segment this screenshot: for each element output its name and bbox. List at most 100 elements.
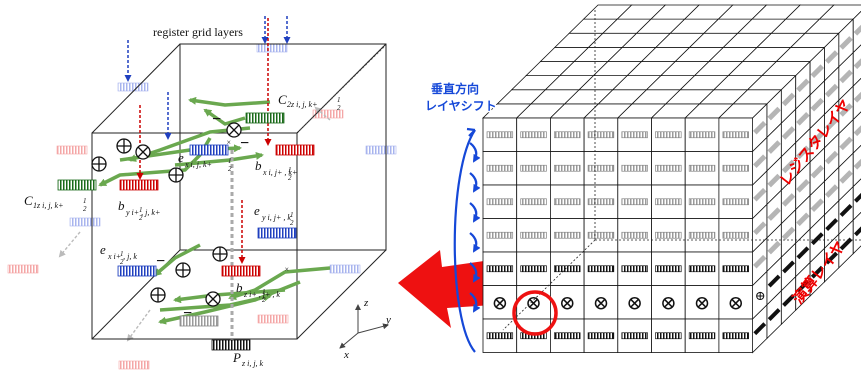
compute-op-symbol: ⊗ bbox=[727, 292, 744, 314]
front-register bbox=[487, 266, 513, 272]
front-register bbox=[588, 266, 614, 272]
faint-register-red bbox=[119, 361, 149, 369]
compute-op-symbol: ⊗ bbox=[626, 292, 643, 314]
vertical-shift-label-2: レイヤシフト bbox=[425, 99, 497, 113]
front-register bbox=[656, 132, 682, 138]
front-register bbox=[554, 132, 580, 138]
frac-den: 2 bbox=[288, 174, 292, 182]
label-by-sub: y i+ , j, k+ bbox=[125, 208, 160, 217]
front-register bbox=[521, 199, 547, 205]
axis-y-label: y bbox=[385, 314, 391, 326]
frac-den: 2 bbox=[139, 214, 143, 222]
frac-num: 1 bbox=[228, 157, 232, 165]
front-register bbox=[622, 199, 648, 205]
label-ex-bot: e bbox=[100, 242, 106, 257]
faint-register-red bbox=[57, 146, 87, 154]
front-register bbox=[689, 132, 715, 138]
front-register bbox=[656, 266, 682, 272]
label-bz: b bbox=[236, 280, 243, 295]
shift-arrow bbox=[470, 203, 476, 221]
front-register bbox=[554, 333, 580, 339]
shift-arc-head bbox=[467, 129, 475, 136]
frac-den: 2 bbox=[262, 296, 266, 304]
front-register bbox=[554, 165, 580, 171]
front-register bbox=[689, 232, 715, 238]
register-ex-top bbox=[190, 145, 228, 155]
front-register bbox=[689, 333, 715, 339]
front-register bbox=[521, 132, 547, 138]
register-ex-bot bbox=[118, 266, 156, 276]
times-operator bbox=[206, 292, 220, 306]
front-register bbox=[521, 232, 547, 238]
compute-op-symbol: ⊗ bbox=[525, 292, 542, 314]
frac-den: 2 bbox=[337, 104, 341, 112]
front-register bbox=[554, 266, 580, 272]
faint-register-blue bbox=[70, 218, 100, 226]
plus-operator bbox=[92, 157, 106, 171]
times-half: × bbox=[226, 138, 231, 147]
axis-y-line bbox=[358, 325, 388, 333]
front-register bbox=[487, 132, 513, 138]
vertical-shift-arrows bbox=[455, 129, 477, 352]
faint-arrow bbox=[128, 310, 150, 340]
plus-operator bbox=[117, 139, 131, 153]
front-register bbox=[521, 266, 547, 272]
front-register bbox=[622, 266, 648, 272]
plus-operator bbox=[169, 168, 183, 182]
label-C2z-sub: 2z i, j, k+ bbox=[287, 100, 318, 109]
shift-arrow bbox=[470, 173, 476, 191]
frac-num: 1 bbox=[337, 96, 341, 104]
label-C2z: C bbox=[278, 92, 287, 107]
label-bx: b bbox=[255, 158, 262, 173]
front-register bbox=[588, 232, 614, 238]
register-bz bbox=[222, 266, 260, 276]
label-Pz: P bbox=[232, 350, 241, 365]
front-register bbox=[487, 232, 513, 238]
compute-op-symbol: ⊗ bbox=[660, 292, 677, 314]
front-register bbox=[689, 199, 715, 205]
register-Pz bbox=[212, 340, 250, 350]
front-register bbox=[723, 132, 749, 138]
label-Pz-sub: z i, j, k bbox=[241, 359, 264, 368]
plus-operator bbox=[213, 247, 227, 261]
front-face: ⊗⊗⊗⊗⊗⊗⊗⊗ bbox=[483, 118, 753, 353]
axis-x-label: x bbox=[343, 349, 349, 361]
shift-arrow bbox=[470, 143, 476, 161]
minus-sign: − bbox=[183, 305, 192, 322]
front-register bbox=[689, 165, 715, 171]
axis-x-line bbox=[340, 333, 358, 348]
minus-sign: − bbox=[212, 111, 221, 128]
front-register bbox=[656, 333, 682, 339]
shift-arc-main bbox=[455, 130, 475, 352]
front-register bbox=[554, 232, 580, 238]
faint-register-blue bbox=[118, 83, 148, 91]
compute-op-symbol: ⊗ bbox=[491, 292, 508, 314]
register-grid-layers-diagram: − − − − register grid layers C 2z i, j, … bbox=[8, 16, 396, 369]
times-operator bbox=[227, 123, 241, 137]
register-ey bbox=[258, 228, 296, 238]
vertical-shift-label-1: 垂直方向 bbox=[431, 81, 479, 96]
front-register bbox=[487, 333, 513, 339]
frac-den: 2 bbox=[83, 205, 87, 213]
label-by: b bbox=[118, 198, 125, 213]
front-register bbox=[723, 165, 749, 171]
front-register bbox=[588, 199, 614, 205]
front-register bbox=[723, 266, 749, 272]
times-operator bbox=[136, 145, 150, 159]
register-C1z bbox=[58, 180, 96, 190]
frac-num: 1 bbox=[83, 197, 87, 205]
frac-num: 1 bbox=[139, 206, 143, 214]
faint-register-blue bbox=[366, 146, 396, 154]
register-by bbox=[120, 180, 158, 190]
front-register bbox=[622, 232, 648, 238]
label-ex-top-sub: x i, j, k+ bbox=[184, 160, 212, 169]
front-register bbox=[723, 232, 749, 238]
frac-num: 1 bbox=[288, 166, 292, 174]
label-ex-top: e bbox=[178, 150, 184, 165]
frac-num: 1 bbox=[262, 288, 266, 296]
plus-operator bbox=[176, 263, 190, 277]
front-register bbox=[588, 132, 614, 138]
front-register bbox=[588, 165, 614, 171]
frac-den: 2 bbox=[228, 165, 232, 173]
